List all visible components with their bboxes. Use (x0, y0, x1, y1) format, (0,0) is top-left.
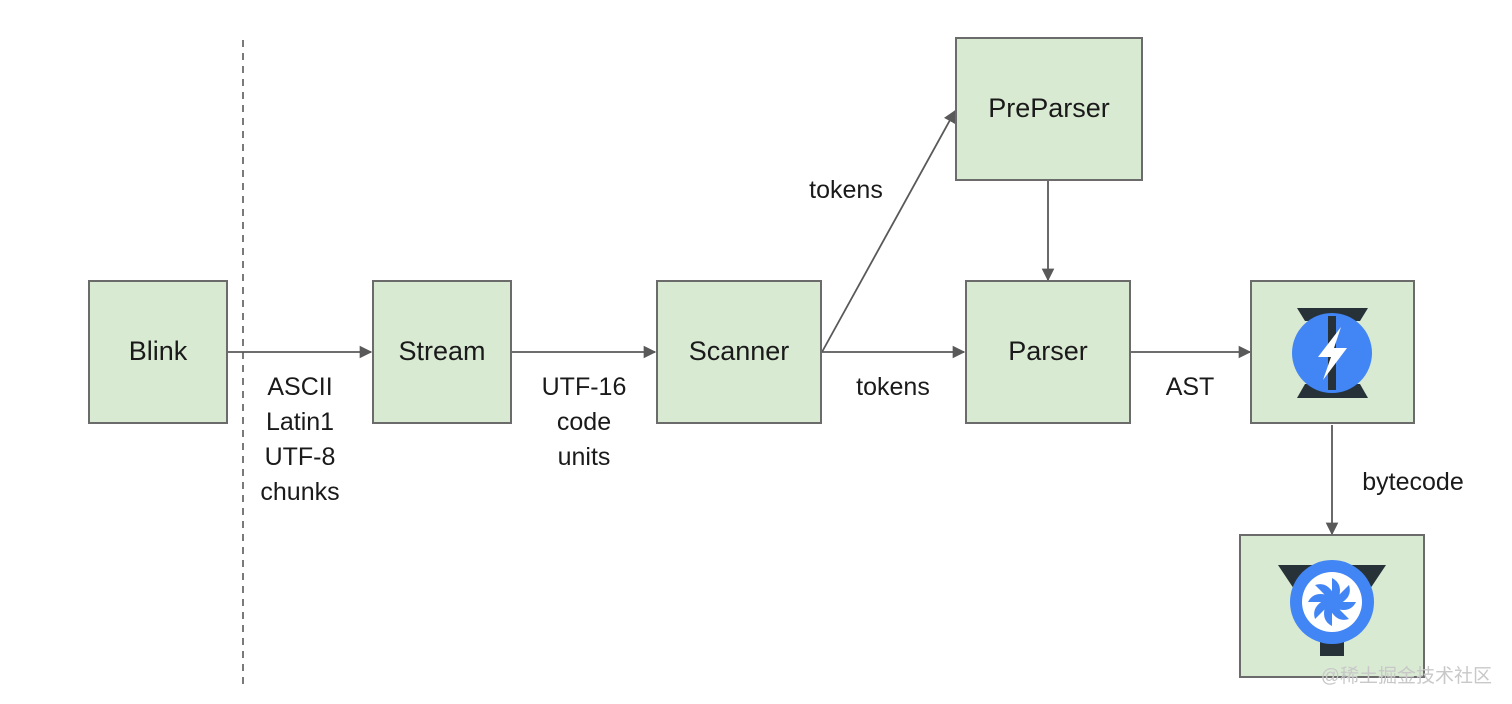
edge-label-line: Latin1 (266, 408, 334, 436)
node-stream-label: Stream (398, 336, 485, 366)
watermark-text: @稀土掘金技术社区 (1321, 665, 1492, 687)
edge-label-line: chunks (260, 478, 339, 506)
edge-label-line: code (557, 408, 611, 436)
node-parser-label: Parser (1008, 336, 1088, 366)
edge-label-scanner-to-preparser: tokens (809, 176, 883, 204)
node-stream: Stream (372, 280, 512, 424)
edge-label-line: units (558, 443, 611, 471)
arrow-scanner-to-preparser (821, 109, 956, 353)
edge-label-scanner-to-parser: tokens (856, 373, 930, 401)
node-preparser-label: PreParser (988, 93, 1110, 123)
node-parser: Parser (965, 280, 1131, 424)
node-scanner: Scanner (656, 280, 822, 424)
edge-label-interpreter-to-compiler: bytecode (1362, 468, 1463, 496)
edge-label-stream-to-scanner: UTF-16 code units (542, 373, 627, 471)
edge-label-line: ASCII (267, 373, 332, 401)
edge-label-blink-to-stream: ASCII Latin1 UTF-8 chunks (260, 373, 339, 506)
turbofan-fan-icon (1278, 560, 1386, 656)
ignition-lightning-icon (1292, 308, 1372, 398)
node-ignition (1250, 280, 1415, 424)
edge-label-line: UTF-16 (542, 373, 627, 401)
node-blink-label: Blink (129, 336, 188, 366)
node-turbofan (1239, 534, 1425, 678)
node-blink: Blink (88, 280, 228, 424)
node-preparser: PreParser (955, 37, 1143, 181)
edge-label-line: UTF-8 (265, 443, 336, 471)
node-scanner-label: Scanner (689, 336, 790, 366)
edge-label-parser-to-interpreter: AST (1166, 373, 1215, 401)
